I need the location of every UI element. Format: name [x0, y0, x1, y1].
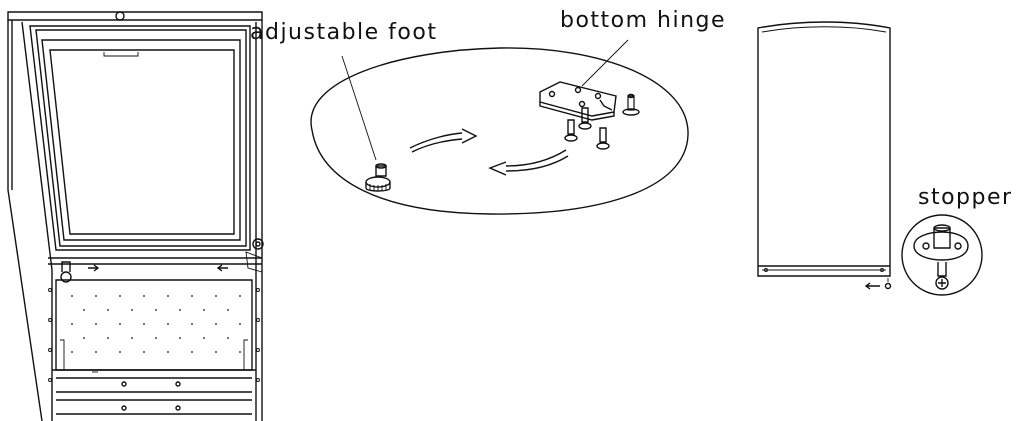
adjustable-foot-part [365, 163, 391, 192]
adjustable-foot-label: adjustable foot [250, 20, 438, 45]
fridge-body [7, 11, 264, 421]
bottom-hinge-part [539, 81, 640, 121]
fridge-door [757, 21, 892, 290]
stopper-detail [901, 214, 983, 296]
grille-dots [71, 295, 241, 353]
detail-ellipse [310, 47, 689, 215]
stopper-label: stopper [918, 185, 1013, 210]
rotation-arrow-right [409, 128, 478, 153]
rotation-arrow-left [488, 149, 569, 176]
bottom-hinge-label: bottom hinge [560, 8, 727, 33]
hinge-screws [564, 107, 610, 150]
hinge-leader-line [581, 39, 629, 87]
foot-leader-line [341, 55, 377, 161]
